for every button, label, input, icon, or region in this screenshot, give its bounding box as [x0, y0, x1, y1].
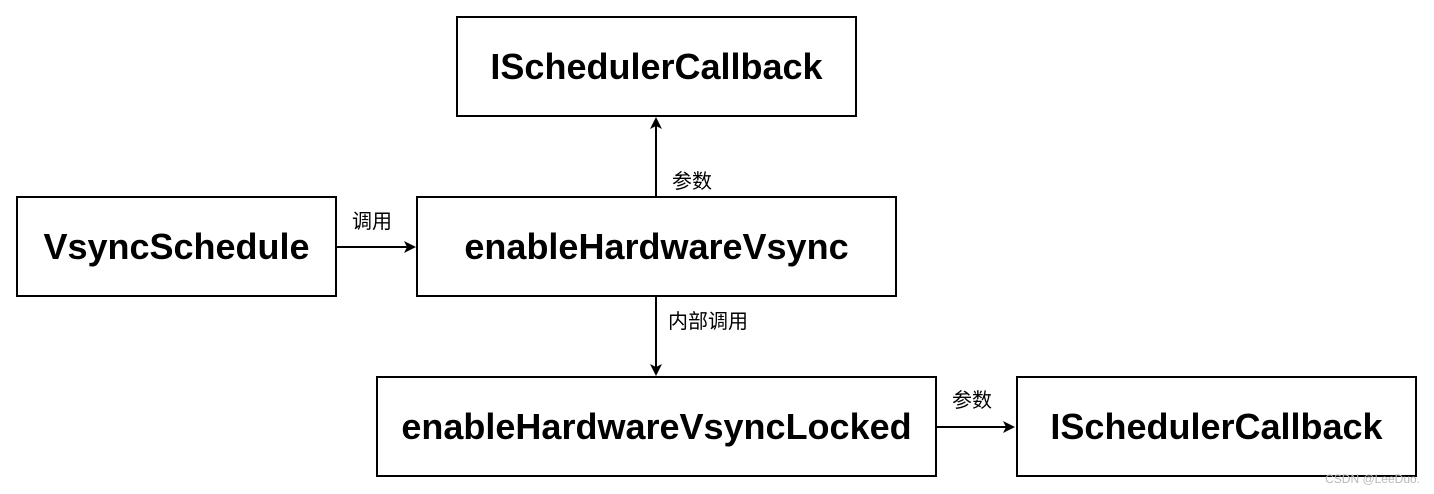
node-enablehardwarevsynclocked: enableHardwareVsyncLocked	[376, 376, 937, 477]
edge-label-param-top: 参数	[672, 171, 712, 193]
watermark: CSDN @LeeDuo.	[1325, 472, 1420, 486]
edge-label-internal-call: 内部调用	[668, 311, 748, 333]
node-bottom-ischedulercallback: ISchedulerCallback	[1016, 376, 1417, 477]
node-vsyncschedule: VsyncSchedule	[16, 196, 337, 297]
node-enablehardwarevsync: enableHardwareVsync	[416, 196, 897, 297]
node-top-ischedulercallback: ISchedulerCallback	[456, 16, 857, 117]
edge-label-call: 调用	[352, 211, 392, 233]
edge-label-param-bottom: 参数	[952, 390, 992, 412]
